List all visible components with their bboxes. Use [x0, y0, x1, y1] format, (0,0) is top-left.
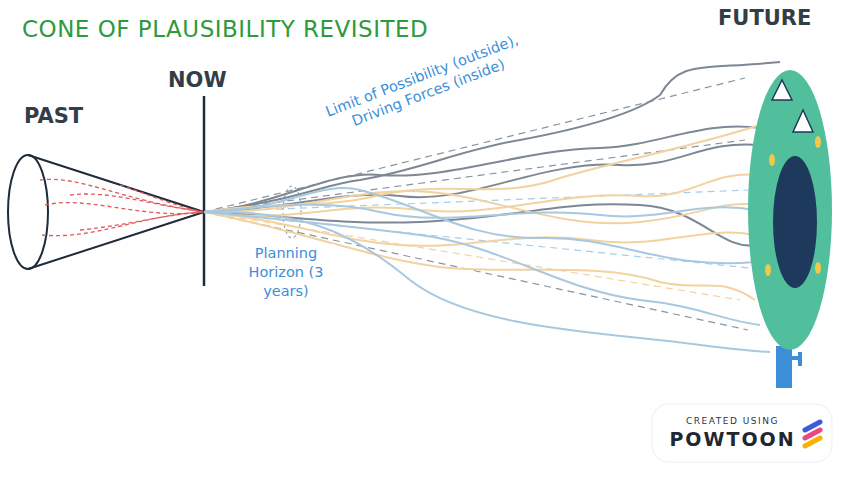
stand-arm — [790, 356, 800, 360]
now-line — [203, 96, 206, 286]
badge-logo — [805, 422, 820, 446]
diagram-title: CONE OF PLAUSIBILITY REVISITED — [22, 16, 428, 42]
future-shape — [748, 70, 832, 350]
now-label: NOW — [168, 68, 227, 92]
future-triangle — [772, 80, 792, 100]
badge-brand: POWTOON — [669, 428, 795, 450]
badge-caption: CREATED USING — [686, 416, 779, 426]
cone-edge — [28, 212, 204, 269]
stand — [776, 346, 792, 388]
future-core — [773, 156, 817, 288]
future-triangle — [793, 110, 813, 132]
past-cone-base — [8, 155, 48, 269]
badge-background — [652, 404, 832, 462]
past-paths — [40, 179, 204, 235]
future-dots — [765, 136, 821, 276]
future-paths — [204, 62, 780, 352]
badge-box: CREATED USING POWTOON — [660, 408, 805, 458]
planning-horizon-label: Planning Horizon (3 years) — [236, 244, 336, 301]
past-label: PAST — [24, 104, 83, 128]
future-label: FUTURE — [718, 6, 811, 30]
